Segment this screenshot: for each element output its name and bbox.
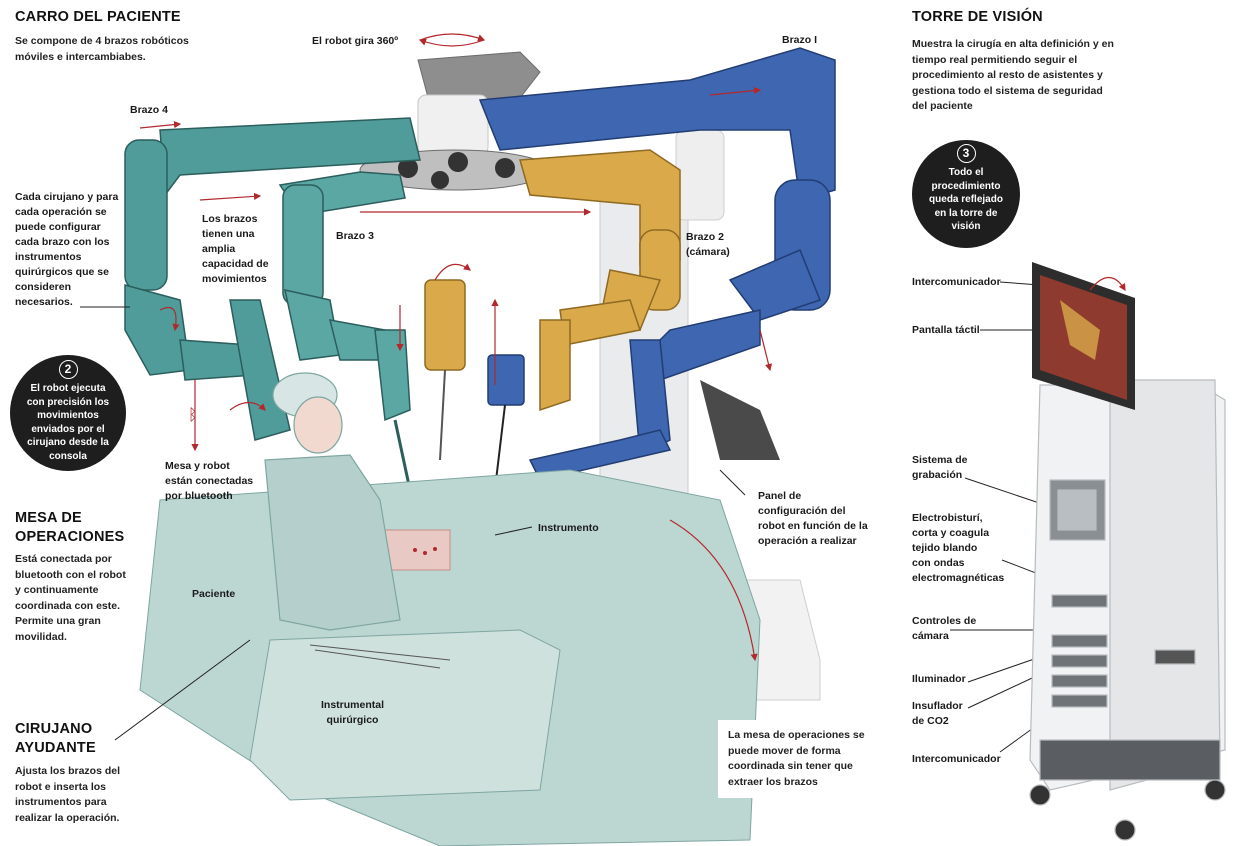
label-panel: Panel de configuración del robot en func…	[758, 490, 868, 547]
label-instrumento: Instrumento	[538, 522, 599, 534]
label-electrobisturi: Electrobisturí, corta y coagula tejido b…	[912, 512, 1005, 584]
cirujano-desc: Ajusta los brazos del robot e inserta lo…	[15, 765, 121, 824]
label-instrumental: Instrumental quirúrgico	[321, 699, 385, 726]
arm-2	[424, 149, 681, 412]
instrument-table	[249, 629, 561, 801]
info-circle-2: 2 El robot ejecuta con precisión los mov…	[10, 355, 126, 471]
vision-tower	[1029, 379, 1226, 841]
label-brazo-2: Brazo 2 (cámara)	[686, 231, 730, 258]
label-brazo-3: Brazo 3	[336, 230, 374, 242]
mesa-title: MESA DE OPERACIONES	[15, 510, 125, 545]
label-los-brazos: Los brazos tienen una amplia capacidad d…	[202, 213, 269, 285]
torre-title: TORRE DE VISIÓN	[912, 9, 1043, 25]
mesa-desc: Está conectada por bluetooth con el robo…	[15, 553, 126, 643]
carro-title: CARRO DEL PACIENTE	[15, 9, 181, 25]
circle-2-number: 2	[58, 360, 78, 379]
mesa-note: La mesa de operaciones se puede mover de…	[718, 720, 883, 798]
bluetooth-icon: ᛒ	[188, 405, 198, 424]
label-iluminador: Iluminador	[912, 673, 966, 685]
arm-4	[124, 117, 421, 441]
assistant-surgeon	[264, 372, 401, 631]
torre-desc: Muestra la cirugía en alta definición y …	[912, 38, 1114, 112]
label-intercomunicador-1: Intercomunicador	[912, 276, 1001, 288]
carro-desc: Se compone de 4 brazos robóticos móviles…	[15, 35, 189, 63]
label-paciente: Paciente	[192, 588, 236, 600]
cirujano-title: CIRUJANO AYUDANTE	[15, 721, 96, 756]
label-insuflador: Insuflador de CO2	[912, 700, 963, 727]
config-panel	[700, 380, 780, 460]
arm-1	[478, 47, 836, 481]
touch-screen-monitor	[1032, 262, 1135, 410]
info-circle-3: 3 Todo el procedimiento queda reflejado …	[912, 140, 1020, 248]
label-intercomunicador-2: Intercomunicador	[912, 753, 1001, 765]
circle-3-number: 3	[956, 144, 976, 163]
label-sistema-grabacion: Sistema de grabación	[912, 454, 968, 481]
arm-3	[278, 171, 411, 422]
label-brazo-4: Brazo 4	[130, 104, 168, 116]
label-cada-cirujano: Cada cirujano y para cada operación se p…	[15, 191, 119, 308]
label-mesa-robot: Mesa y robot están conectadas por blueto…	[165, 460, 254, 502]
label-pantalla-tactil: Pantalla táctil	[912, 324, 980, 336]
label-controles-camara: Controles de cámara	[912, 615, 977, 642]
label-gira-360: El robot gira 360º	[312, 35, 399, 47]
label-brazo-1: Brazo I	[782, 34, 818, 46]
